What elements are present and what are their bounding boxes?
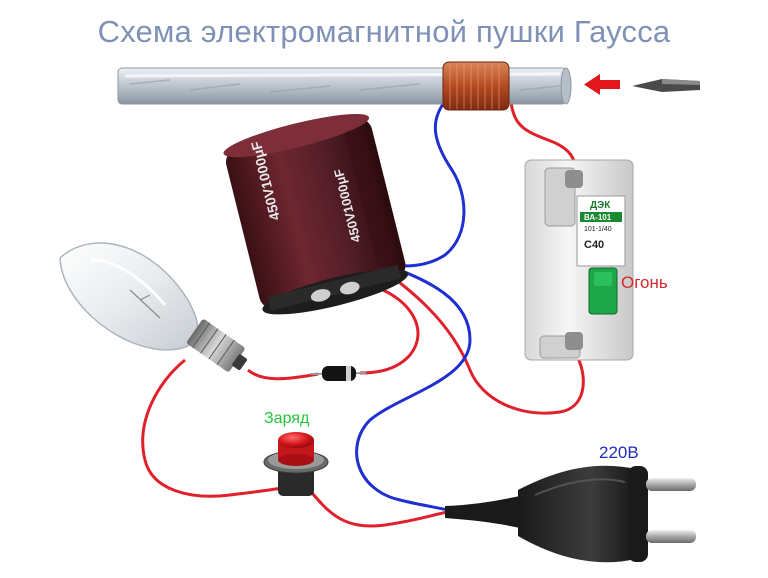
- wire-red-bulb-diode: [247, 368, 319, 381]
- wire-red-bulb-button: [141, 358, 283, 498]
- fire-label: Огонь: [621, 273, 668, 292]
- wire-red-capacitor-breaker: [377, 264, 585, 415]
- page-title: Схема электромагнитной пушки Гаусса: [97, 14, 671, 49]
- projectile-icon: [632, 79, 700, 92]
- wire-blue-capacitor-plug: [355, 260, 472, 512]
- wire-blue-coil-capacitor: [379, 99, 466, 268]
- wire-red-capacitor-diode: [359, 286, 420, 375]
- circuit-breaker-icon: ДЭК ВА-101 101-1/40 C40: [524, 159, 634, 361]
- coil-icon: [442, 61, 510, 111]
- breaker-spec: 101-1/40: [584, 226, 612, 233]
- charge-label: Заряд: [264, 410, 310, 427]
- breaker-rating: C40: [584, 239, 604, 251]
- diode-icon: [309, 366, 367, 381]
- wire-red-button-plug: [306, 487, 449, 528]
- breaker-model: ВА-101: [584, 213, 612, 222]
- voltage-label: 220В: [599, 443, 639, 462]
- capacitor-icon: 450V1000μF 450V1000μF: [223, 113, 409, 315]
- breaker-brand: ДЭК: [590, 200, 611, 211]
- arrow-left-icon: [584, 74, 620, 95]
- push-button-icon: [263, 432, 329, 496]
- light-bulb-icon: [59, 242, 247, 372]
- wire-red-coil-breaker: [508, 91, 577, 169]
- plug-icon: [445, 465, 696, 563]
- wires: [141, 91, 585, 528]
